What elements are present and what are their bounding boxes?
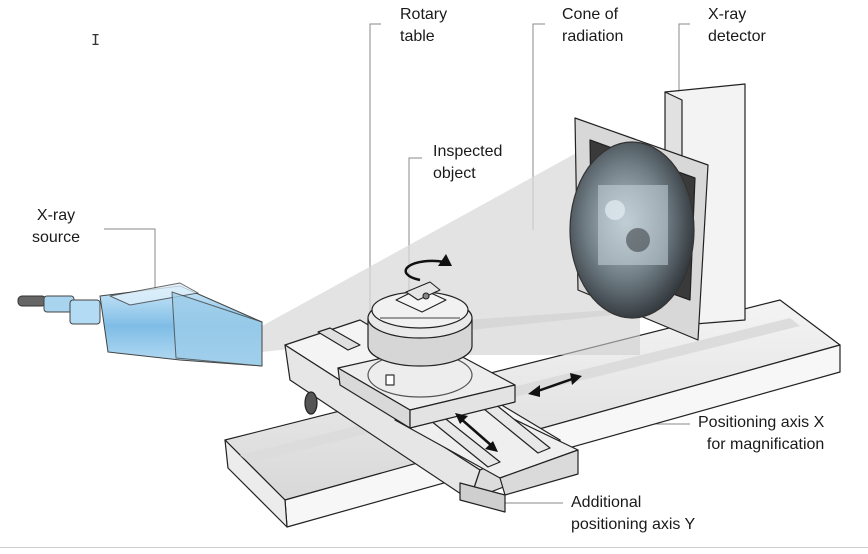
axis-x-arrow-icon xyxy=(528,373,582,397)
xray-detector xyxy=(569,117,709,341)
inspected-object xyxy=(395,281,447,313)
axis-y-arrow-icon xyxy=(455,413,498,452)
text-cursor-icon: I xyxy=(91,31,101,49)
leader-cone xyxy=(532,23,545,230)
xray-source xyxy=(17,282,263,367)
leader-rotary-table xyxy=(369,23,381,330)
rotation-arrow-icon xyxy=(404,254,452,282)
divider xyxy=(0,547,868,548)
